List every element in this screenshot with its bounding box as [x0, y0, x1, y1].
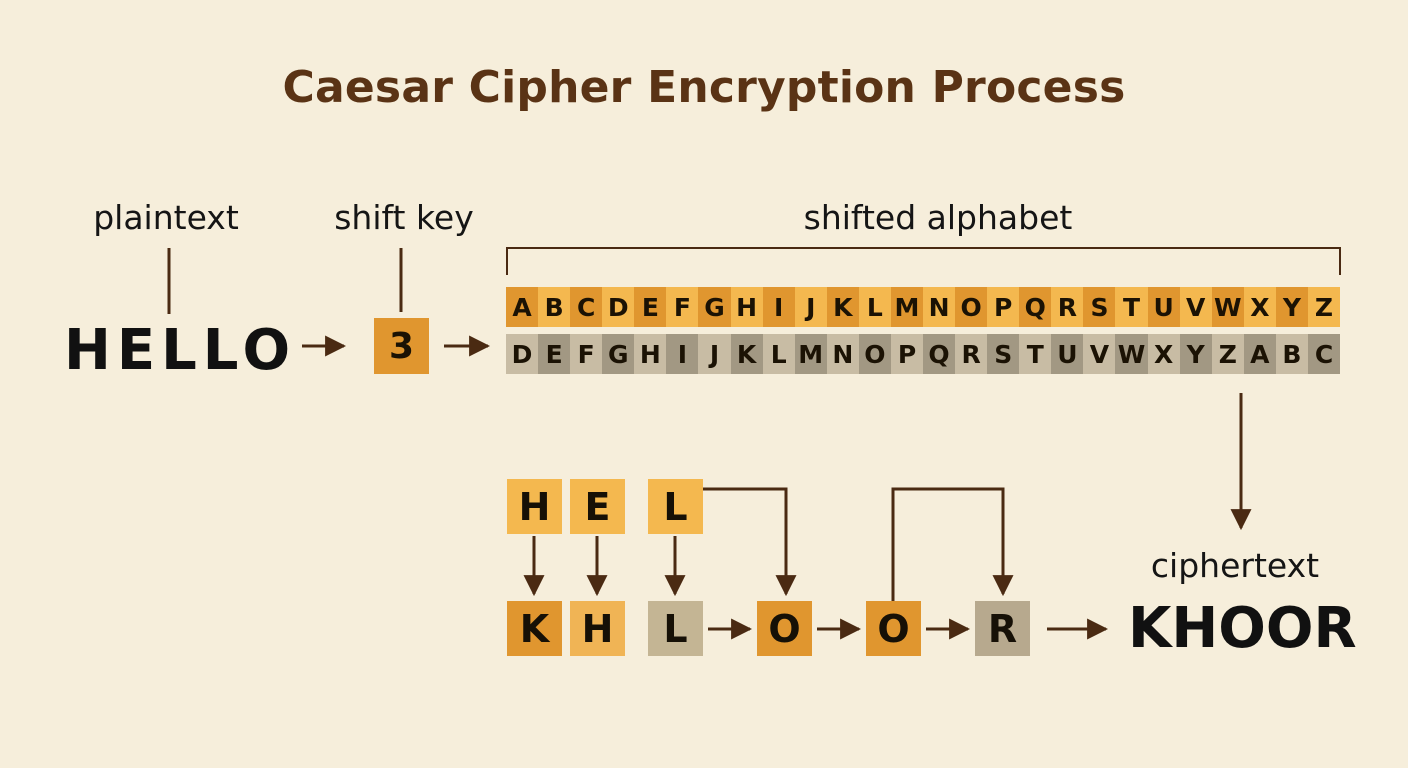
shifted-alphabet-cell: G	[602, 334, 635, 374]
plain-alphabet-cell: A	[506, 287, 539, 327]
plain-alphabet-cell: T	[1115, 287, 1148, 327]
ciphertext-word: KHOOR	[1128, 596, 1357, 661]
plaintext-word: HELLO	[64, 318, 297, 383]
plain-alphabet-cell: I	[762, 287, 795, 327]
plain-alphabet-cell: Z	[1307, 287, 1341, 327]
plain-alphabet-cell: S	[1083, 287, 1116, 327]
shifted-alphabet-cell: E	[538, 334, 571, 374]
plain-alphabet-cell: D	[602, 287, 635, 327]
shifted-alphabet-cell: T	[1019, 334, 1052, 374]
shifted-alphabet-cell: Q	[923, 334, 956, 374]
plain-alphabet-cell: M	[890, 287, 924, 327]
shifted-alphabet-cell: X	[1147, 334, 1180, 374]
shifted-alphabet-cell: O	[858, 334, 891, 374]
shifted-alphabet-cell: N	[826, 334, 859, 374]
plain-alphabet-cell: H	[730, 287, 763, 327]
ciphertext-label: ciphertext	[1150, 546, 1320, 585]
plain-alphabet-cell: G	[698, 287, 731, 327]
shifted-alphabet-cell: U	[1051, 334, 1084, 374]
o-to-r-connector	[891, 487, 1014, 601]
output-letter-box: O	[866, 601, 921, 656]
page-title: Caesar Cipher Encryption Process	[282, 62, 1126, 113]
shifted-alphabet-cell: W	[1115, 334, 1148, 374]
plain-alphabet-cell: Y	[1275, 287, 1308, 327]
plain-alphabet-cell: B	[538, 287, 571, 327]
shifted-alphabet-cell: I	[666, 334, 699, 374]
input-letter-box: E	[570, 479, 625, 534]
plaintext-label: plaintext	[93, 198, 239, 237]
plain-alphabet-cell: R	[1051, 287, 1084, 327]
plain-alphabet-cell: F	[666, 287, 699, 327]
input-letter-box: H	[507, 479, 562, 534]
plain-alphabet-cell: Q	[1019, 287, 1052, 327]
shifted-alphabet-cell: K	[730, 334, 763, 374]
shifted-alphabet-cell: M	[794, 334, 827, 374]
plain-alphabet-cell: E	[634, 287, 667, 327]
plain-alphabet-cell: W	[1211, 287, 1244, 327]
input-letter-box: L	[648, 479, 703, 534]
shifted-alphabet-cell: F	[570, 334, 603, 374]
shift-key-label: shift key	[334, 198, 474, 237]
shifted-alphabet-cell: R	[955, 334, 988, 374]
plain-alphabet-cell: X	[1243, 287, 1276, 327]
shifted-alphabet-cell: Z	[1211, 334, 1244, 374]
shifted-alphabet-cell: A	[1243, 334, 1276, 374]
plain-alphabet-cell: V	[1179, 287, 1212, 327]
shift-key-box: 3	[374, 318, 429, 374]
plain-alphabet-cell: L	[858, 287, 891, 327]
plain-alphabet-cell: U	[1147, 287, 1180, 327]
plain-alphabet-cell: C	[570, 287, 603, 327]
output-letter-box: O	[757, 601, 812, 656]
output-letter-box: K	[507, 601, 562, 656]
shifted-alphabet-cell: L	[762, 334, 795, 374]
l-to-o-connector	[703, 487, 797, 597]
plain-alphabet-cell: P	[987, 287, 1020, 327]
output-letter-box: H	[570, 601, 625, 656]
shifted-alphabet-cell: H	[634, 334, 667, 374]
output-letter-box: L	[648, 601, 703, 656]
plain-alphabet-cell: J	[794, 287, 827, 327]
shifted-alphabet-cell: S	[987, 334, 1020, 374]
shifted-alphabet-label: shifted alphabet	[803, 198, 1073, 237]
shifted-alphabet-cell: P	[890, 334, 924, 374]
output-letter-box: R	[975, 601, 1030, 656]
alphabet-bracket	[506, 247, 1341, 275]
plain-alphabet-cell: N	[923, 287, 956, 327]
shifted-alphabet-cell: V	[1083, 334, 1116, 374]
shifted-alphabet-cell: B	[1275, 334, 1308, 374]
shifted-alphabet-cell: Y	[1179, 334, 1212, 374]
plain-alphabet-cell: O	[955, 287, 988, 327]
shifted-alphabet-cell: C	[1307, 334, 1341, 374]
shifted-alphabet-cell: D	[506, 334, 539, 374]
shifted-alphabet-cell: J	[698, 334, 731, 374]
plain-alphabet-cell: K	[826, 287, 859, 327]
